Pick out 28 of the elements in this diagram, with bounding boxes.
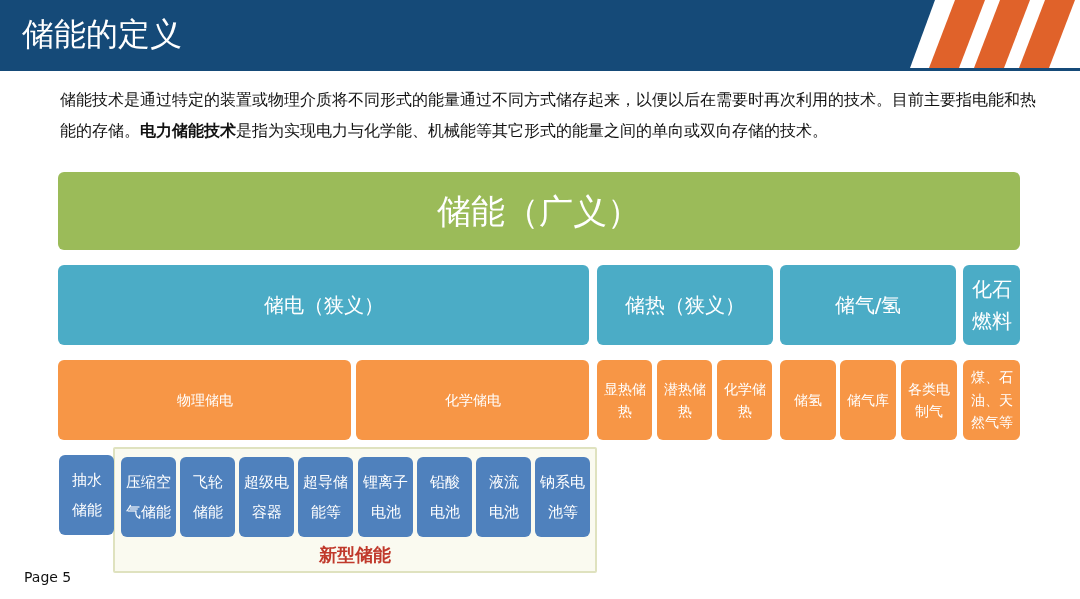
category-box: 显热储热 — [597, 360, 652, 440]
category-box: 各类电制气 — [901, 360, 957, 440]
group-frame — [113, 447, 597, 573]
category-box: 锂离子电池 — [358, 457, 413, 537]
slide-title: 储能的定义 — [22, 14, 182, 55]
category-box: 化石燃料 — [963, 265, 1020, 345]
definition-paragraph: 储能技术是通过特定的装置或物理介质将不同形式的能量通过不同方式储存起来，以便以后在需要时再次利用的技术。目前主要指电能和热能的存储。电力储能技术是指为实现电力与化学能、机械能等其它形式的能量之间的单向或双向存储的技术。 — [60, 89, 1037, 142]
category-box: 液流电池 — [476, 457, 531, 537]
category-box: 化学储热 — [717, 360, 772, 440]
category-box: 储热（狭义） — [597, 265, 773, 345]
category-box: 化学储电 — [356, 360, 589, 440]
category-box: 潜热储热 — [657, 360, 712, 440]
category-box: 超级电容器 — [239, 457, 294, 537]
category-box: 储气/氢 — [780, 265, 956, 345]
category-box: 煤、石油、天然气等 — [963, 360, 1020, 440]
category-box: 飞轮储能 — [180, 457, 235, 537]
category-box: 储气库 — [840, 360, 896, 440]
group-label: 新型储能 — [318, 542, 392, 567]
category-box: 铅酸电池 — [417, 457, 472, 537]
category-band: 储能（广义） — [58, 172, 1020, 250]
category-box: 抽水储能 — [59, 455, 114, 535]
category-box: 压缩空气储能 — [121, 457, 176, 537]
category-box: 超导储能等 — [298, 457, 353, 537]
category-box: 储电（狭义） — [58, 265, 589, 345]
page-number: Page 5 — [24, 569, 72, 585]
category-box: 储氢 — [780, 360, 836, 440]
category-box: 钠系电池等 — [535, 457, 590, 537]
category-box: 物理储电 — [58, 360, 351, 440]
